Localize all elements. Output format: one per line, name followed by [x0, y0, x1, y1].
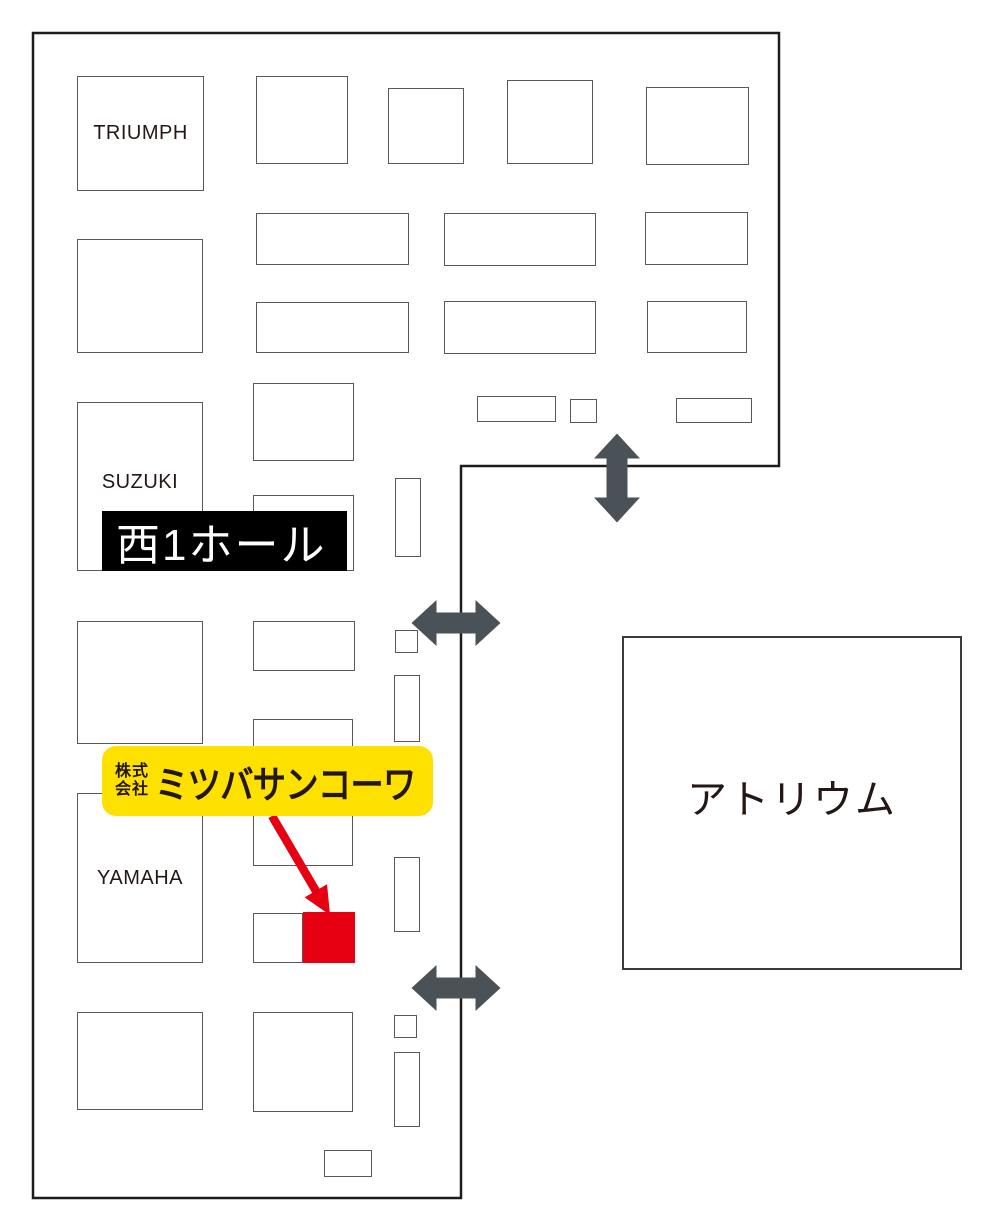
company-callout: 株式 会社 ミツバサンコーワ — [102, 746, 433, 816]
booth — [394, 857, 420, 932]
booth — [647, 301, 747, 353]
atrium-area: アトリウム — [622, 636, 962, 970]
booth — [256, 302, 409, 353]
booth — [394, 675, 420, 742]
atrium-label: アトリウム — [687, 778, 897, 822]
company-name: ミツバサンコーワ — [155, 764, 416, 807]
booth-label: YAMAHA — [97, 866, 183, 889]
booth — [444, 301, 596, 354]
highlighted-booth — [303, 912, 355, 963]
booth-label: SUZUKI — [101, 471, 179, 493]
booth — [394, 1052, 420, 1127]
booth — [507, 80, 593, 164]
booth — [253, 913, 303, 963]
booth-yamaha: YAMAHA — [77, 793, 203, 963]
booth — [394, 1015, 417, 1038]
booth — [395, 630, 418, 653]
booth — [444, 213, 596, 266]
booth — [77, 239, 203, 353]
company-prefix-line1: 株式 — [115, 763, 150, 781]
booth — [256, 76, 348, 164]
booth-triumph: TRIUMPH — [77, 76, 204, 191]
booth — [477, 396, 556, 422]
booth-label: TRIUMPH — [93, 122, 188, 144]
booth — [77, 1012, 203, 1110]
booth — [388, 88, 464, 164]
booth — [324, 1150, 372, 1177]
hall-name-text: 西1ホール — [116, 521, 327, 570]
company-prefix-line2: 会社 — [115, 781, 150, 798]
booth — [646, 87, 749, 165]
booth — [676, 398, 752, 423]
booth — [253, 383, 354, 461]
booth — [253, 1012, 353, 1112]
booth — [256, 213, 409, 265]
booth — [570, 399, 597, 423]
booth — [395, 478, 421, 557]
hall-name-label: 西1ホール — [102, 511, 347, 571]
booth — [253, 621, 355, 671]
booth — [77, 621, 203, 744]
booth — [645, 212, 748, 265]
company-prefix: 株式 会社 — [115, 763, 149, 798]
